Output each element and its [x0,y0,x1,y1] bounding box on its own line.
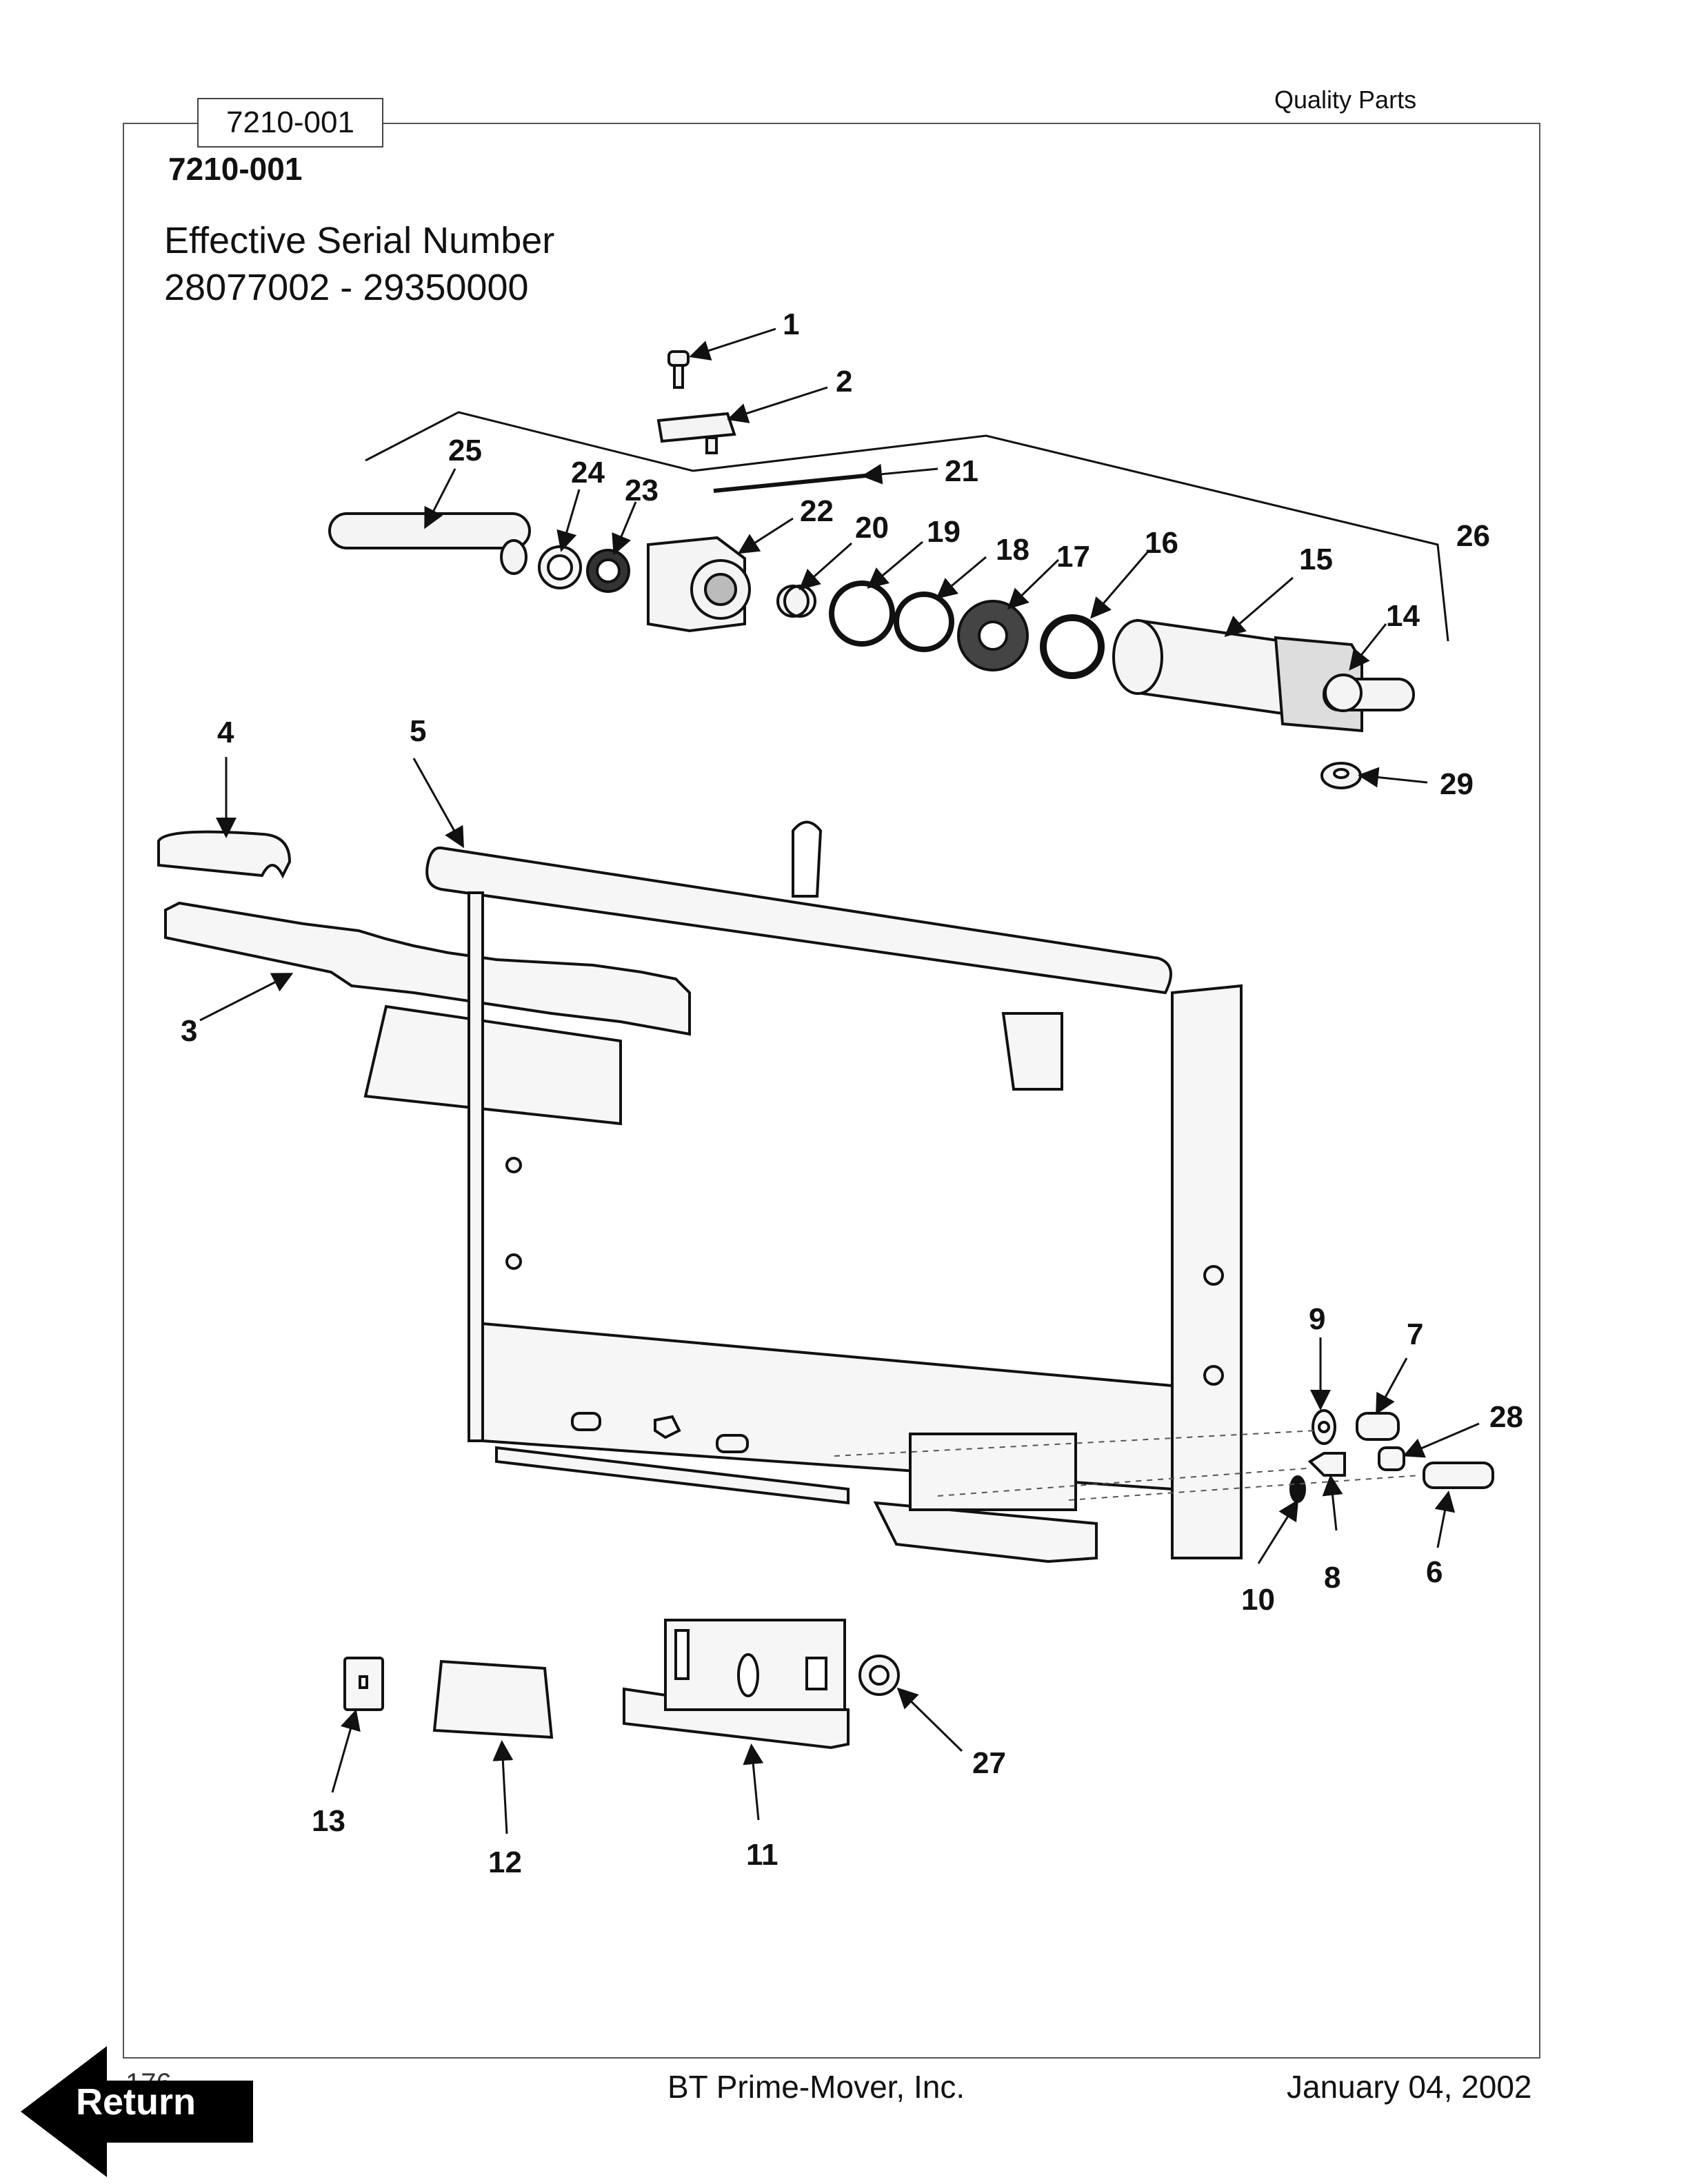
callout-20: 20 [855,511,889,545]
part-10-washer [1289,1475,1306,1503]
callout-27: 27 [972,1746,1006,1780]
page-frame [123,123,1540,2059]
part-8-pin [1307,1452,1346,1477]
callout-10: 10 [1241,1583,1275,1617]
part-23-seal [586,549,630,593]
serial-number-label: Effective Serial Number [164,220,555,261]
return-button[interactable]: Return [21,2046,255,2177]
part-5-frame [425,820,1243,1559]
part-4-cover [157,830,292,879]
document-code: 7210-001 [168,151,303,187]
callout-12: 12 [488,1846,522,1879]
callout-1: 1 [783,307,799,341]
callout-21: 21 [945,454,978,488]
part-24-seal [538,545,582,589]
callout-23: 23 [625,474,659,507]
part-25-rod [328,512,531,575]
part-14-rod-end [1323,674,1415,712]
callout-arrows [199,327,1480,1834]
part-27-roller [858,1655,900,1696]
part-9-washer [1312,1409,1336,1445]
assembly-bracket-line [365,411,1449,642]
callout-29: 29 [1440,767,1474,801]
callout-25: 25 [448,434,482,467]
part-29-washer [1320,762,1362,789]
part-12-bracket [432,1659,554,1739]
callout-7: 7 [1407,1317,1423,1351]
callout-labels: 1 2 3 4 5 6 7 8 9 10 11 12 13 14 15 16 1… [181,307,1523,1879]
part-19-oring [829,580,895,647]
callout-6: 6 [1426,1555,1443,1589]
back-arrow-icon [21,2046,253,2177]
part-17-piston [957,600,1029,671]
callout-3: 3 [181,1014,197,1048]
part-6-bolt [1423,1462,1494,1489]
callout-19: 19 [927,515,961,549]
footer-company: BT Prime-Mover, Inc. [667,2069,965,2105]
stop-assembly-installed [873,1433,1098,1564]
part-21-pin [713,474,866,493]
part-3-side-channel [164,901,691,1126]
part-2-clip [656,412,736,454]
callout-5: 5 [410,714,426,748]
hardware-alignment-lines [834,1430,1421,1501]
part-13-plate [343,1657,384,1711]
serial-number-range: 28077002 - 29350000 [164,267,529,308]
callout-26: 26 [1456,519,1490,553]
callout-24: 24 [571,456,605,489]
part-15-cylinder-barrel [1112,618,1363,733]
cylinder-assembly [328,350,1449,789]
callout-4: 4 [217,716,234,749]
part-7-screw [1356,1412,1400,1441]
part-1-screw [667,350,690,389]
callout-22: 22 [800,494,834,528]
part-22-gland [647,536,751,633]
callout-15: 15 [1299,543,1333,576]
callout-17: 17 [1056,540,1090,574]
callout-28: 28 [1489,1400,1523,1434]
footer-date: January 04, 2002 [1287,2069,1532,2105]
callout-14: 14 [1386,599,1420,633]
callout-8: 8 [1324,1561,1340,1595]
carriage-frame [157,820,1494,1750]
callout-18: 18 [996,533,1029,567]
return-label: Return [76,2081,196,2123]
callout-16: 16 [1145,526,1178,560]
brand-label: Quality Parts [1274,85,1417,114]
part-11-stop-channel [623,1619,850,1750]
part-20-ring [776,585,816,618]
part-18-oring [894,592,954,652]
part-28-nut [1378,1446,1405,1471]
callout-2: 2 [836,365,852,398]
callout-11: 11 [746,1838,778,1872]
callout-13: 13 [312,1804,345,1838]
part-16-seal [1040,614,1105,679]
document-tab: 7210-001 [197,98,383,148]
callout-9: 9 [1309,1302,1325,1336]
